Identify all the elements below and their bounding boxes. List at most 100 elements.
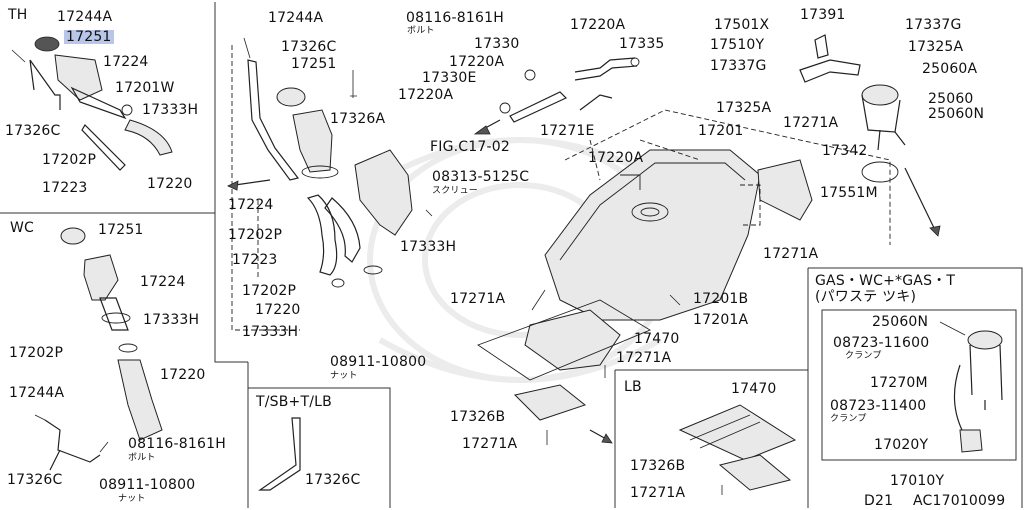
section-title-th: TH [8, 7, 28, 23]
part-note: クランプ [845, 351, 882, 361]
part-label[interactable]: 17220A [398, 87, 454, 103]
figure-reference[interactable]: FIG.C17-02 [430, 139, 510, 155]
part-label[interactable]: 08313-5125C [432, 169, 530, 185]
part-label[interactable]: 17244A [268, 10, 324, 26]
part-label[interactable]: 17342 [822, 143, 868, 159]
section-title-lb: LB [624, 379, 642, 395]
part-label[interactable]: 17010Y [890, 473, 945, 489]
part-label[interactable]: 17333H [143, 312, 200, 328]
fuel-line-assembly [473, 57, 640, 135]
part-note: ボルト [128, 453, 156, 463]
part-label[interactable]: 17201W [115, 80, 175, 96]
part-note: クランプ [830, 414, 867, 424]
part-label[interactable]: 17335 [619, 36, 665, 52]
part-label[interactable]: 17337G [905, 17, 962, 33]
part-label[interactable]: 17326A [330, 111, 386, 127]
model-code: D21 [864, 493, 894, 509]
part-label[interactable]: 17326C [5, 123, 61, 139]
part-label[interactable]: 17251 [291, 56, 337, 72]
fuel-tank [531, 109, 891, 321]
part-label[interactable]: 08116-8161H [406, 10, 504, 26]
part-label[interactable]: 17202P [42, 152, 97, 168]
part-label[interactable]: 17325A [908, 39, 964, 55]
part-label[interactable]: 17220 [255, 302, 301, 318]
part-label[interactable]: 17220A [449, 54, 505, 70]
part-label[interactable]: 17326B [630, 458, 686, 474]
part-label[interactable]: 17470 [731, 381, 777, 397]
part-label[interactable]: 17271A [630, 485, 686, 501]
part-label[interactable]: 17271E [540, 123, 595, 139]
section-title-gas: GAS・WC+*GAS・T [815, 273, 956, 289]
part-note: スクリュー [432, 186, 479, 196]
part-label[interactable]: 17271A [450, 291, 506, 307]
part-label[interactable]: 17333H [142, 102, 199, 118]
part-label[interactable]: 17220 [160, 367, 206, 383]
lb-bracket [678, 404, 797, 495]
part-label[interactable]: 17333H [242, 324, 299, 340]
part-label[interactable]: 17201B [693, 291, 749, 307]
th-filler-assembly [11, 36, 173, 171]
part-label[interactable]: 17224 [103, 54, 149, 70]
part-label[interactable]: 17020Y [874, 437, 929, 453]
part-label[interactable]: 17223 [232, 252, 278, 268]
part-label[interactable]: 17333H [400, 239, 457, 255]
part-label[interactable]: 25060N [928, 106, 985, 122]
part-label[interactable]: 17224 [140, 274, 186, 290]
part-label[interactable]: 17202P [9, 345, 64, 361]
part-label[interactable]: 17271A [616, 350, 672, 366]
part-label[interactable]: 17223 [42, 180, 88, 196]
part-label[interactable]: 17326C [305, 472, 361, 488]
part-label[interactable]: 17326B [450, 409, 506, 425]
heat-shield-bracket [477, 159, 813, 445]
section-title-wc: WC [10, 220, 35, 236]
part-label-highlighted[interactable]: 17251 [64, 29, 114, 45]
part-label[interactable]: 17337G [710, 58, 767, 74]
part-label[interactable]: 17270M [870, 375, 928, 391]
tsb-bracket [258, 417, 301, 491]
part-label[interactable]: 17391 [800, 7, 846, 23]
part-label[interactable]: 17220 [147, 176, 193, 192]
part-label[interactable]: 17271A [763, 246, 819, 262]
part-label[interactable]: 17501X [714, 17, 770, 33]
part-label[interactable]: 17201A [693, 312, 749, 328]
fuel-pump-module [939, 321, 1003, 453]
part-label[interactable]: 17244A [57, 9, 113, 25]
part-label[interactable]: 08911-10800 [99, 477, 196, 493]
part-label[interactable]: 25060 [928, 91, 974, 107]
part-label[interactable]: 17202P [228, 227, 283, 243]
part-label[interactable]: 17330E [422, 70, 477, 86]
part-label[interactable]: 17220A [570, 17, 626, 33]
sender-unit-assembly [740, 34, 941, 237]
part-label[interactable]: 17551M [820, 185, 878, 201]
part-note: ナット [118, 494, 146, 504]
part-label[interactable]: 17510Y [710, 37, 765, 53]
part-label[interactable]: 17244A [9, 385, 65, 401]
part-label[interactable]: 17251 [98, 222, 144, 238]
part-label[interactable]: 17326C [7, 472, 63, 488]
part-label[interactable]: 08723-11400 [830, 398, 927, 414]
part-label[interactable]: 17224 [228, 197, 274, 213]
part-label[interactable]: 17271A [783, 115, 839, 131]
part-label[interactable]: 17271A [462, 436, 518, 452]
part-note: ナット [330, 371, 358, 381]
part-label[interactable]: 17470 [634, 331, 680, 347]
diagram-code: AC17010099 [913, 493, 1006, 509]
part-label[interactable]: 17201 [698, 123, 744, 139]
center-filler-assembly [227, 37, 433, 331]
part-label[interactable]: 25060N [872, 314, 929, 330]
part-label[interactable]: 08723-11600 [833, 335, 930, 351]
part-label[interactable]: 17330 [474, 36, 520, 52]
part-label[interactable]: 08911-10800 [330, 354, 427, 370]
section-title-tsb: T/SB+T/LB [256, 394, 332, 410]
part-label[interactable]: 08116-8161H [128, 436, 226, 452]
section-note-gas: (パワステ ツキ) [815, 289, 917, 305]
part-note: ボルト [407, 26, 435, 36]
part-label[interactable]: 25060A [922, 61, 978, 77]
part-label[interactable]: 17220A [588, 150, 644, 166]
part-label[interactable]: 17325A [716, 100, 772, 116]
part-label[interactable]: 17326C [281, 39, 337, 55]
part-label[interactable]: 17202P [242, 283, 297, 299]
